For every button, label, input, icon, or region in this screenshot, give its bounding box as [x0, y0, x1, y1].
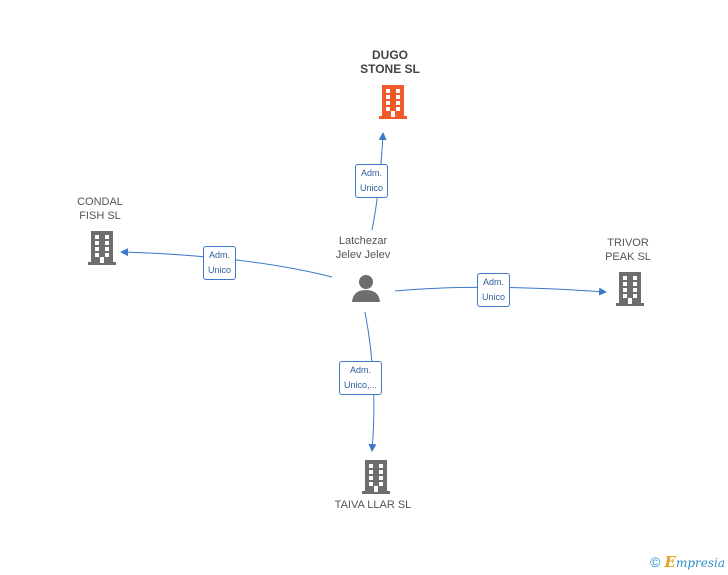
company-name-line1: DUGO: [372, 48, 408, 62]
edge-to-condal: [120, 248, 333, 278]
company-name-line2: STONE SL: [360, 62, 420, 76]
role-box-dugo[interactable]: Adm. Unico: [355, 164, 389, 198]
copyright-icon: ©: [650, 554, 661, 570]
role-line1: Adm.: [483, 277, 505, 287]
role-line2: Unico: [482, 292, 506, 302]
company-label-trivor[interactable]: TRIVOR PEAK SL: [588, 236, 668, 264]
role-line1: Adm.: [361, 168, 383, 178]
company-name-line2: FISH SL: [79, 210, 121, 222]
person-icon[interactable]: [350, 272, 382, 309]
role-box-trivor[interactable]: Adm. Unico: [477, 273, 511, 307]
company-label-taiva[interactable]: TAIVA LLAR SL: [318, 498, 428, 512]
role-box-taiva[interactable]: Adm. Unico,...: [339, 361, 383, 395]
company-label-condal[interactable]: CONDAL FISH SL: [60, 195, 140, 223]
role-line2: Unico,...: [344, 380, 378, 390]
role-line1: Adm.: [209, 250, 231, 260]
role-box-condal[interactable]: Adm. Unico: [203, 246, 237, 280]
person-label[interactable]: Latchezar Jelev Jelev: [318, 234, 408, 262]
company-name-line1: CONDAL: [77, 196, 123, 208]
building-icon-condal[interactable]: [86, 229, 118, 270]
company-name-line2: PEAK SL: [605, 251, 651, 263]
footer-brand[interactable]: © Empresia: [650, 553, 725, 571]
role-line1: Adm.: [350, 365, 372, 375]
company-label-dugo[interactable]: DUGO STONE SL: [345, 48, 435, 76]
company-name-line1: TAIVA LLAR SL: [334, 499, 412, 511]
person-name-line2: Jelev Jelev: [335, 249, 391, 261]
role-line2: Unico: [360, 183, 384, 193]
building-icon-dugo[interactable]: [377, 83, 409, 124]
company-name-line1: TRIVOR: [607, 237, 649, 249]
role-line2: Unico: [208, 265, 232, 275]
person-name-line1: Latchezar: [338, 235, 388, 247]
building-icon-trivor[interactable]: [614, 270, 646, 311]
brand-logo: Empresia: [664, 553, 726, 571]
building-icon-taiva[interactable]: [360, 458, 392, 499]
